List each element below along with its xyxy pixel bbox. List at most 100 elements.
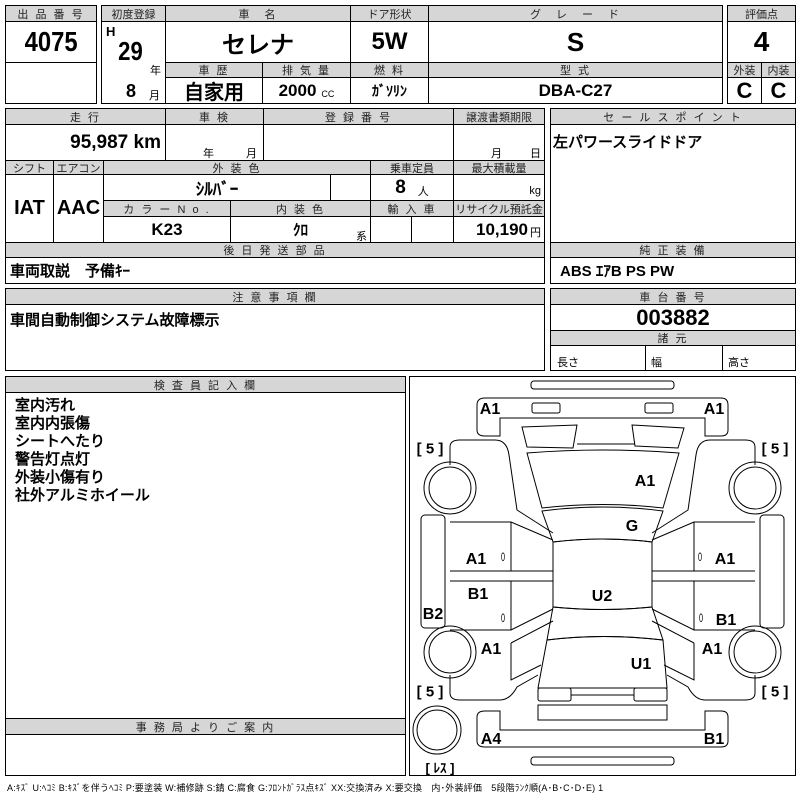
model-cell: DBA-C27 [428,77,723,104]
recycle-label: リサイクル預託金 [453,200,545,217]
sales-point: 左パワースライドドア [553,134,703,151]
mark-trunk: U1 [630,656,652,673]
recycle-unit: 円 [530,226,541,239]
interior-color: ｸﾛ [292,222,308,239]
reg-no-cell [263,124,454,161]
displacement-unit: CC [321,88,335,99]
color-no: K23 [151,219,183,239]
score: 4 [753,26,770,57]
grade-cell: S [428,21,723,63]
rear-bumper-bar [530,756,675,766]
displacement-label: 排 気 量 [262,62,351,78]
inspection-cell: 年 月 [165,124,264,161]
transfer-cell: 月 日 [453,124,545,161]
mark-left-front-door: A1 [465,551,487,568]
caution-text: 車間自動制御システム故障標示 [10,312,220,329]
chassis-label: 車 台 番 号 [550,288,796,305]
fuel-cell: ｶﾞｿﾘﾝ [350,77,429,104]
interior-label: 内装 [761,62,796,78]
height-label: 高さ [728,357,750,369]
spec-label: 諸 元 [550,330,796,346]
door-type: 5W [371,28,408,55]
first-reg-year: 29 [118,36,143,66]
right-front-fender [651,439,756,534]
transfer-month-unit: 月 [491,148,502,160]
inspector-label: 検 査 員 記 入 欄 [5,376,406,393]
color-no-label: カ ラ ー N o . [103,200,231,217]
import-cell-b [411,216,454,243]
sales-point-label: セ ー ル ス ポ イ ン ト [550,108,796,125]
car-name-cell: セレナ [165,21,351,63]
right-doors [651,521,755,631]
exterior-label: 外装 [727,62,762,78]
spare-tire: [ ﾚｽ ] [425,760,455,776]
windshield [541,506,664,543]
color-cell: ｼﾙﾊﾞｰ [103,174,331,201]
front-bumper-bar [530,380,675,390]
equipment-cell: ABS ｴｱB PS PW [550,257,796,284]
reg-no-label: 登 録 番 号 [263,108,454,125]
equipment: ABS ｴｱB PS PW [560,263,675,280]
door-cell: 5W [350,21,429,63]
model: DBA-C27 [538,80,613,100]
ac: AAC [56,197,101,219]
mark-rear-bumper-right: B1 [703,731,725,748]
mileage-label: 走 行 [5,108,166,125]
mark-front-bumper-right: A1 [703,401,725,418]
interior-grade: C [770,77,787,103]
right-rear-fender [651,620,756,701]
front-grille [521,424,685,449]
car-name: セレナ [222,31,294,59]
recycle-fee: 10,190 [476,219,528,239]
max-load-unit: kg [529,184,541,197]
import-label: 輸 入 車 [370,200,454,217]
history: 自家用 [184,82,244,104]
fuel-label: 燃 料 [350,62,429,78]
legend: A:ｷｽﾞ U:ﾍｺﾐ B:ｷｽﾞを伴うﾍｺﾐ P:要塗装 W:補修跡 S:錆 … [7,783,604,793]
score-label: 評価点 [727,5,796,22]
mileage: 95,987 km [70,131,161,153]
mark-left-rear-fender: A1 [480,641,502,658]
sales-point-cell: 左パワースライドドア [550,124,796,243]
score-cell: 4 [727,21,796,63]
length-cell: 長さ [550,345,646,371]
color-no-cell: K23 [103,216,231,243]
rear-window [546,606,664,641]
tire-rear-left: [ 5 ] [416,683,444,701]
interior-color-label: 内 装 色 [230,200,371,217]
transfer-label: 譲渡書類期限 [453,108,545,125]
era: H [106,24,116,39]
equipment-label: 純 正 装 備 [550,242,796,258]
grade-label: グ レ ー ド [428,5,723,22]
tire-front-left: [ 5 ] [416,440,444,458]
left-rear-fender [449,620,554,701]
capacity: 8 [395,176,406,198]
trunk [537,636,668,689]
capacity-label: 乗車定員 [370,160,454,175]
interior-color-cell: ｸﾛ系 [230,216,371,243]
chassis-cell: 003882 [550,304,796,331]
left-doors [450,521,554,631]
mark-left-sill: B2 [422,606,444,623]
mark-zero: 0 [698,611,704,625]
right-headlight [644,402,674,414]
shift-cell: IAT [5,174,54,243]
mileage-cell: 95,987 km [5,124,166,161]
first-reg-label: 初度登録 [101,5,166,22]
transfer-day-unit: 日 [530,148,541,160]
inspection-year-unit: 年 [203,148,214,160]
left-taillight [537,687,572,702]
mark-hood: A1 [634,473,656,490]
history-cell: 自家用 [165,77,263,104]
import-cell-a [370,216,412,243]
left-sill [420,514,446,629]
year-unit: 年 [150,65,161,77]
inspector-note: 室内内張傷 [15,415,91,432]
right-sill [759,514,785,629]
grade: S [566,26,585,57]
inspector-note: 室内汚れ [15,397,76,414]
color: ｼﾙﾊﾞｰ [195,180,239,199]
month-unit: 月 [149,90,160,102]
